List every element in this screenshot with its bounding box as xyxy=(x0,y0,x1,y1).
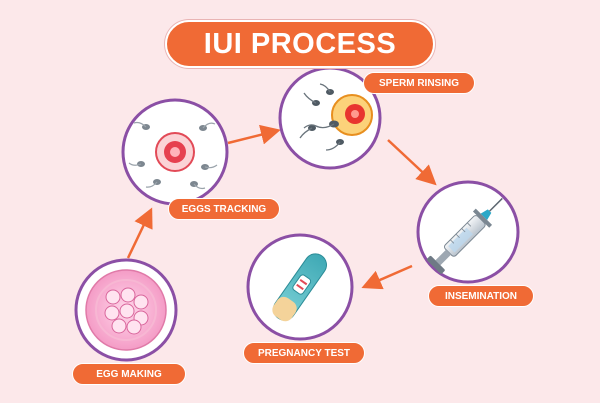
title-banner: IUI PROCESS xyxy=(165,20,435,68)
pregnancy-test-icon xyxy=(272,253,327,322)
arrow-insemination-to-pregnancy-test xyxy=(361,264,413,290)
flow-arrows xyxy=(126,124,437,290)
label-egg-making: EGG MAKING xyxy=(72,363,186,385)
syringe-icon xyxy=(426,197,503,274)
step-pregnancy-test-circle xyxy=(246,233,354,341)
sperm-fertilizing-icon xyxy=(299,83,373,151)
egg-and-sperm-icon xyxy=(128,121,218,190)
step-sperm-rinsing-circle xyxy=(278,66,382,170)
egg-cell-icon xyxy=(85,269,167,351)
label-sperm-rinsing: SPERM RINSING xyxy=(363,72,475,94)
step-eggs-tracking-circle xyxy=(121,98,229,206)
step-egg-making-circle xyxy=(74,258,178,362)
label-insemination: INSEMINATION xyxy=(428,285,534,307)
step-insemination-circle xyxy=(416,180,520,284)
arrow-sperm-rinsing-to-insemination xyxy=(387,139,437,186)
arrow-egg-making-to-eggs-tracking xyxy=(126,207,153,259)
arrow-eggs-tracking-to-sperm-rinsing xyxy=(227,124,281,145)
label-pregnancy-test: PREGNANCY TEST xyxy=(243,342,365,364)
label-eggs-tracking: EGGS TRACKING xyxy=(168,198,280,220)
